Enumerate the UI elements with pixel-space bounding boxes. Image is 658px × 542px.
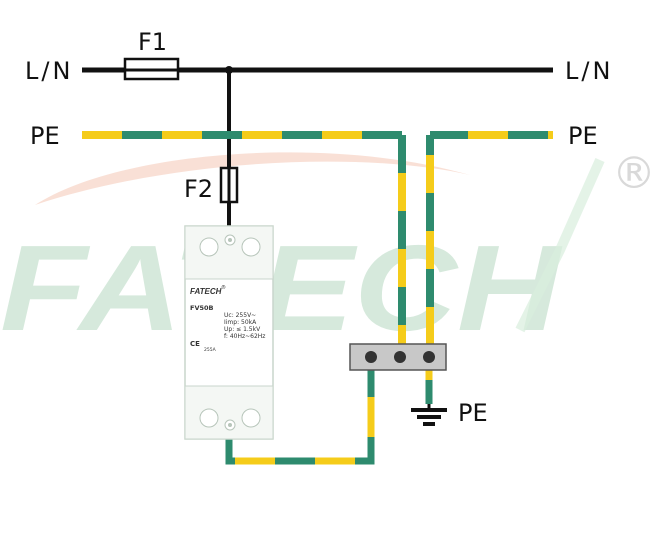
watermark-registered-mark: ® — [612, 148, 656, 199]
watermark-text: FATECH — [0, 220, 563, 356]
spd-bottom-terminal-left — [199, 408, 219, 428]
spd-spec-4: f: 40Hz~62Hz — [224, 333, 265, 340]
label-pe-right: PE — [568, 122, 598, 150]
label-ln-right: L/N — [565, 57, 613, 85]
terminal-block — [349, 343, 447, 371]
spd-device: FATECH ® FV50B Uc: 255V~ Iimp: 50kA Up: … — [184, 225, 274, 440]
spd-model: FV50B — [190, 304, 214, 312]
terminal-screw-1 — [365, 351, 377, 363]
label-pe-left: PE — [30, 122, 60, 150]
terminal-screw-2 — [394, 351, 406, 363]
watermark-swoosh — [35, 152, 470, 205]
label-f1: F1 — [138, 28, 167, 56]
spd-spec-2: Iimp: 50kA — [224, 319, 257, 326]
label-pe-ground: PE — [458, 399, 488, 427]
spd-top-terminal-left — [199, 237, 219, 257]
spd-brand: FATECH — [190, 287, 222, 296]
pe-spd-wire — [225, 356, 375, 465]
spd-top-terminal-right — [241, 237, 261, 257]
spd-spec-3: Up: ≤ 1.5kV — [224, 326, 261, 333]
label-f2: F2 — [184, 175, 213, 203]
spd-ce-mark: CE — [190, 340, 200, 348]
spd-brand-mark: ® — [221, 284, 226, 291]
label-ln-left: L/N — [25, 57, 73, 85]
watermark-slash — [515, 157, 605, 333]
spd-spec-1: Uc: 255V~ — [224, 312, 256, 319]
spd-badge: 255A — [204, 347, 217, 353]
terminal-screw-3 — [423, 351, 435, 363]
spd-bottom-terminal-right — [241, 408, 261, 428]
ground-icon — [411, 404, 447, 426]
